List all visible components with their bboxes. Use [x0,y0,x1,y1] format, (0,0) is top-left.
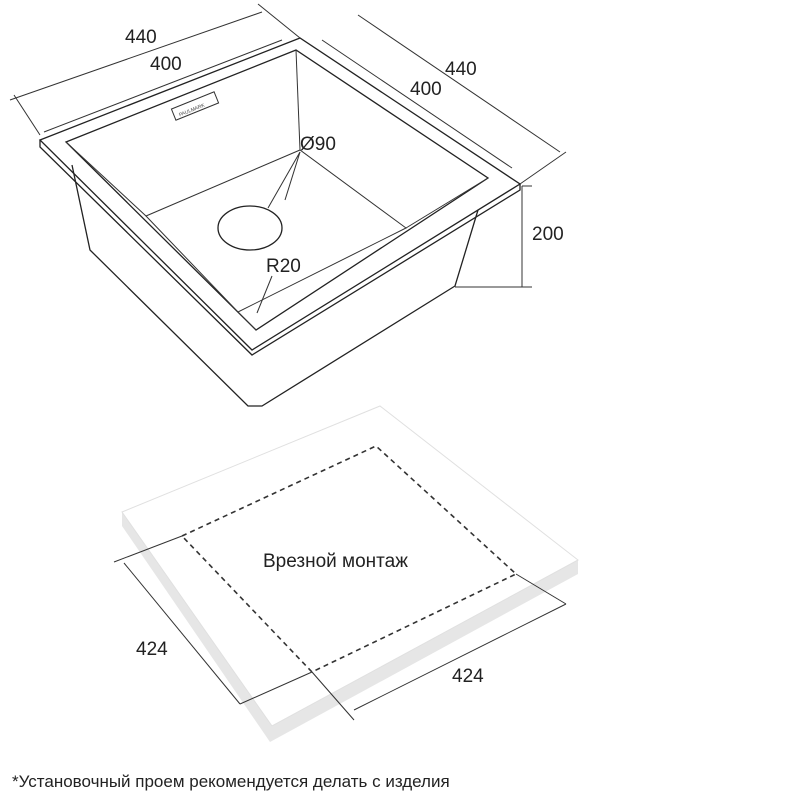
dim-cutout-width-ext-right [515,573,567,605]
sink-inner-corner-left [65,141,147,217]
dim-height-label: 200 [532,224,564,245]
dim-cutout-depth-line [123,562,241,705]
cutout-label: Врезной монтаж [263,551,408,572]
dim-outer-width-ext-right [257,3,301,39]
footnote: *Установочный проем рекомендуется делать… [12,772,450,791]
cutout-dimensions: 424 424 [113,535,567,721]
brand-logo-plate [170,91,220,121]
dim-drain-leader-2 [267,151,301,209]
dim-cutout-width-ext-left [311,671,355,721]
dim-outer-width-line [9,11,263,101]
dim-outer-depth-label: 440 [445,59,477,80]
dim-outer-depth-ext-right [519,151,567,185]
countertop-top [121,405,579,727]
dim-outer-depth-line [357,14,561,153]
dim-outer-width-label: 440 [125,27,157,48]
dim-cutout-depth-ext-top [113,535,183,563]
dim-inner-width-label: 400 [150,54,182,75]
dim-inner-depth-line [321,39,513,169]
dim-inner-width-line [43,39,283,133]
sink-bowl-floor [145,149,407,313]
drain-hole [217,205,283,251]
sink-inner-corner-back [295,49,301,151]
dim-cutout-depth-ext-bottom [239,671,313,705]
sink-inner-corner-front [237,311,257,331]
sink-outer-body [71,164,479,407]
sink-rim-outer [38,37,522,351]
dim-cutout-width-line [353,603,567,711]
sink-drawing: PAULMARK [38,37,522,407]
dim-outer-width-ext-left [13,94,41,136]
dim-radius-label: R20 [266,256,301,277]
sink-inner-corner-right [405,177,489,229]
sink-dimensions: 440 400 440 400 200 Ø90 R20 [9,3,567,314]
countertop-side [122,512,578,742]
sink-rim-edge [39,140,521,356]
dim-inner-depth-label: 400 [410,79,442,100]
countertop-drawing: Врезной монтаж [121,405,579,742]
dim-drain-leader [284,151,301,201]
dim-drain-diameter-label: Ø90 [300,134,336,155]
dim-radius-leader [256,275,273,314]
dim-cutout-width-label: 424 [452,666,484,687]
dim-cutout-depth-label: 424 [136,639,168,660]
